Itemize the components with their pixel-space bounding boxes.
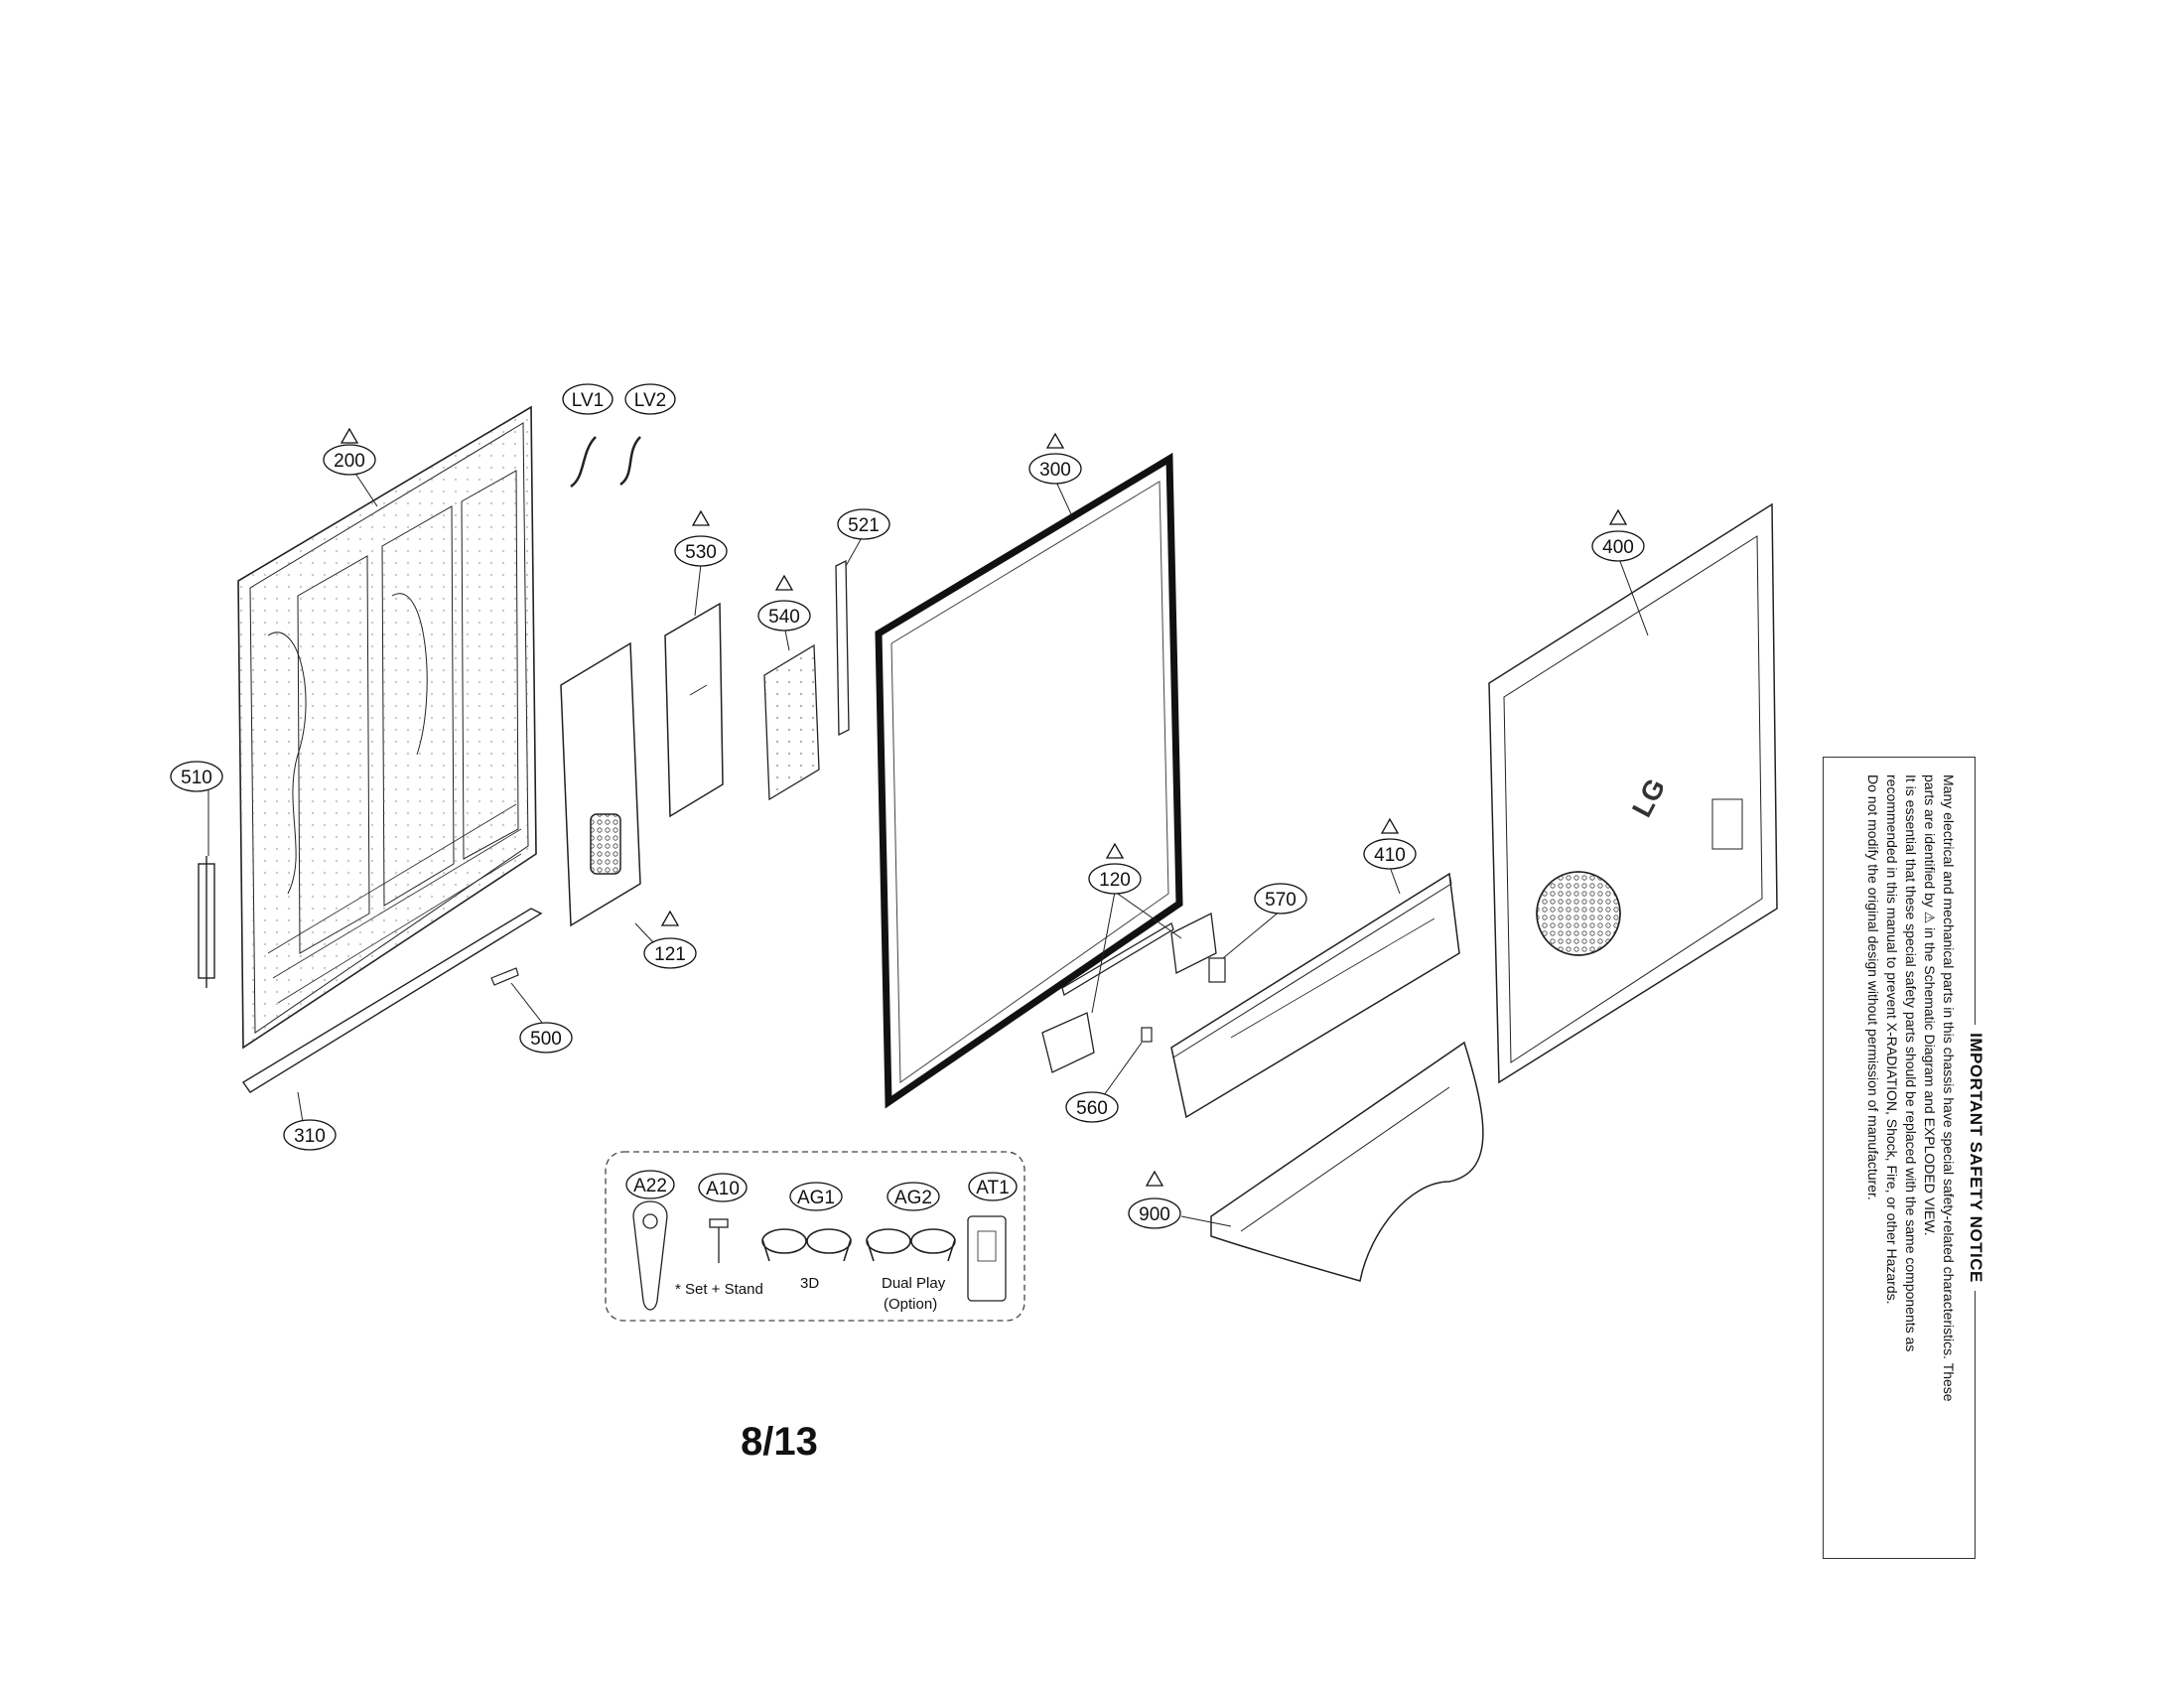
remote-a22 — [632, 1200, 668, 1311]
leader-lines — [207, 468, 1649, 1227]
callout-500: 500 — [530, 1029, 562, 1050]
part-900-stand-base — [1210, 1041, 1484, 1282]
callout-200: 200 — [334, 451, 365, 472]
callout-ellipses — [170, 383, 1645, 1229]
part-521-board — [835, 559, 850, 737]
part-540-mainboard — [763, 643, 820, 801]
callout-400: 400 — [1602, 537, 1634, 558]
callout-a10: A10 — [706, 1179, 740, 1199]
callout-a22: A22 — [633, 1176, 667, 1196]
glasses-ag2 — [866, 1228, 956, 1262]
warning-triangle-icon — [774, 574, 794, 591]
callout-310: 310 — [294, 1126, 326, 1147]
callout-120: 120 — [1099, 870, 1131, 891]
label-option: (Option) — [884, 1296, 937, 1313]
warning-triangle-icon — [1608, 508, 1628, 525]
callout-lv2: LV2 — [634, 390, 666, 411]
part-530-power — [664, 602, 724, 818]
safety-notice-line: It is essential that these special safet… — [1903, 774, 1919, 1352]
screw-a10 — [709, 1218, 729, 1263]
part-510-bracket — [198, 856, 215, 988]
part-400-back-cover — [1488, 502, 1778, 1084]
safety-notice-line: Many electrical and mechanical parts in … — [1941, 774, 1957, 1402]
glasses-ag1 — [761, 1228, 852, 1262]
callout-521: 521 — [848, 515, 880, 536]
label-dual-play: Dual Play — [882, 1275, 946, 1292]
safety-notice-line: parts are identified by ⚠ in the Schemat… — [1922, 774, 1938, 1236]
callout-510: 510 — [181, 768, 212, 788]
part-121-speaker — [560, 641, 641, 927]
callout-570: 570 — [1265, 890, 1297, 911]
part-lv-cables — [570, 436, 641, 489]
callout-540: 540 — [768, 607, 800, 628]
safety-notice-title: IMPORTANT SAFETY NOTICE — [1966, 1025, 1985, 1291]
part-120-keys — [1041, 913, 1217, 1073]
safety-notice: IMPORTANT SAFETY NOTICE Many electrical … — [1823, 757, 1985, 1559]
callout-at1: AT1 — [976, 1178, 1009, 1198]
callout-530: 530 — [685, 542, 717, 563]
safety-triangles — [340, 427, 1628, 1187]
page-number: 8/13 — [741, 1420, 818, 1464]
warning-triangle-icon — [1045, 432, 1065, 449]
safety-notice-line: Do not modify the original design withou… — [1865, 774, 1881, 1200]
callout-ag1: AG1 — [797, 1188, 835, 1208]
part-300-bezel — [875, 452, 1183, 1109]
callout-560: 560 — [1076, 1098, 1108, 1119]
warning-triangle-icon — [691, 509, 711, 526]
part-410-stand-body — [1170, 872, 1460, 1119]
accessory-box — [605, 1151, 1025, 1322]
part-500-clip — [490, 967, 519, 986]
warning-triangle-icon — [1105, 842, 1125, 859]
warning-triangle-icon — [1380, 817, 1400, 834]
part-310-strip — [241, 908, 543, 1093]
callout-labels: 200 LV1 LV2 300 530 521 540 400 510 410 … — [181, 390, 1634, 1225]
card-at1 — [967, 1215, 1007, 1302]
callout-ag2: AG2 — [894, 1188, 932, 1208]
warning-triangle-icon — [340, 427, 359, 444]
callout-121: 121 — [654, 944, 686, 965]
warning-triangle-icon — [660, 910, 680, 926]
callout-410: 410 — [1374, 845, 1406, 866]
callout-900: 900 — [1139, 1204, 1170, 1225]
safety-notice-line: recommended in this manual to prevent X-… — [1884, 774, 1900, 1305]
label-set-stand: * Set + Stand — [675, 1281, 763, 1298]
callout-300: 300 — [1039, 460, 1071, 481]
label-3d: 3D — [800, 1275, 819, 1292]
part-200-chassis — [237, 405, 537, 1050]
warning-triangle-icon — [1145, 1170, 1164, 1187]
part-560-clip — [1141, 1027, 1153, 1043]
part-570-connector — [1208, 957, 1226, 983]
callout-lv1: LV1 — [572, 390, 604, 411]
